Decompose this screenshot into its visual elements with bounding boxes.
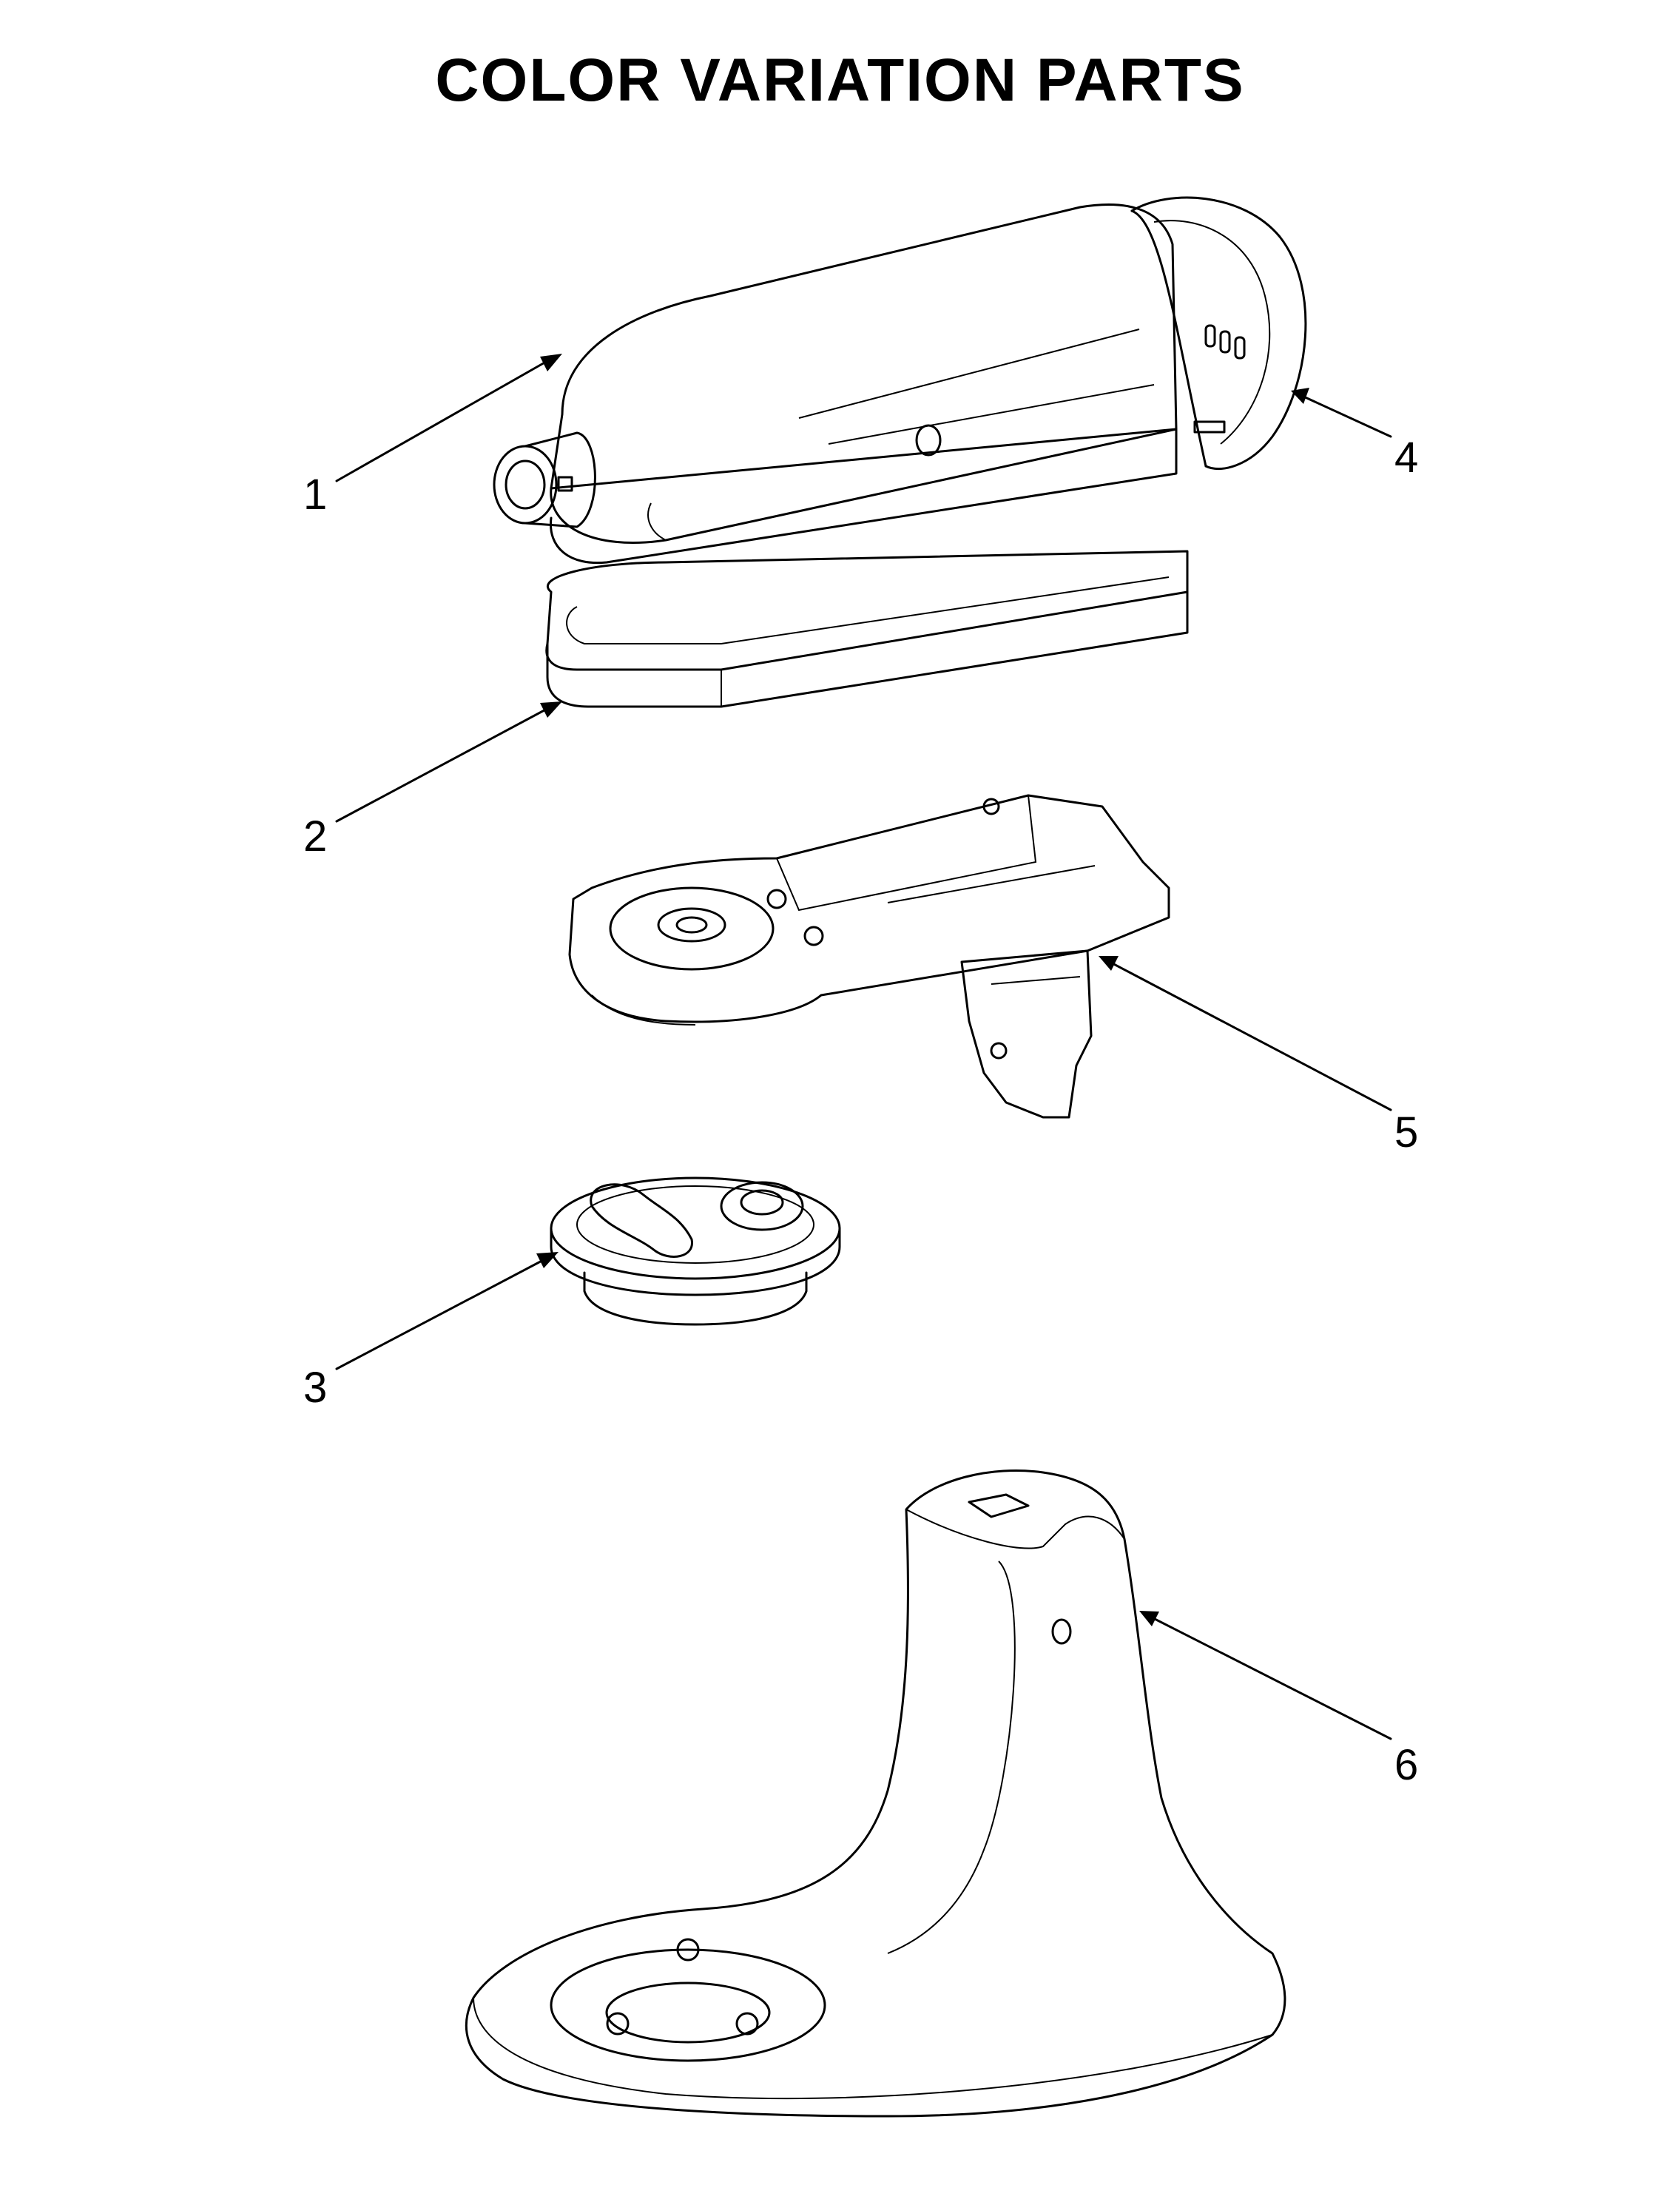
trim-band-part[interactable] bbox=[545, 550, 1189, 708]
page-title: COLOR VARIATION PARTS bbox=[435, 47, 1245, 114]
pedestal-base-part[interactable] bbox=[465, 1469, 1286, 2118]
rear-end-cap-part[interactable] bbox=[1130, 196, 1307, 471]
leader-lines bbox=[335, 354, 1392, 1740]
callout-5: 5 bbox=[1394, 1108, 1418, 1156]
callout-4: 4 bbox=[1394, 434, 1418, 482]
callout-1: 1 bbox=[303, 471, 327, 519]
planetary-cover-part[interactable] bbox=[550, 1176, 841, 1326]
callout-2: 2 bbox=[303, 812, 327, 861]
gear-case-part[interactable] bbox=[568, 794, 1170, 1119]
motor-housing-part[interactable] bbox=[493, 203, 1178, 565]
callout-3: 3 bbox=[303, 1364, 327, 1412]
callout-6: 6 bbox=[1394, 1741, 1418, 1789]
